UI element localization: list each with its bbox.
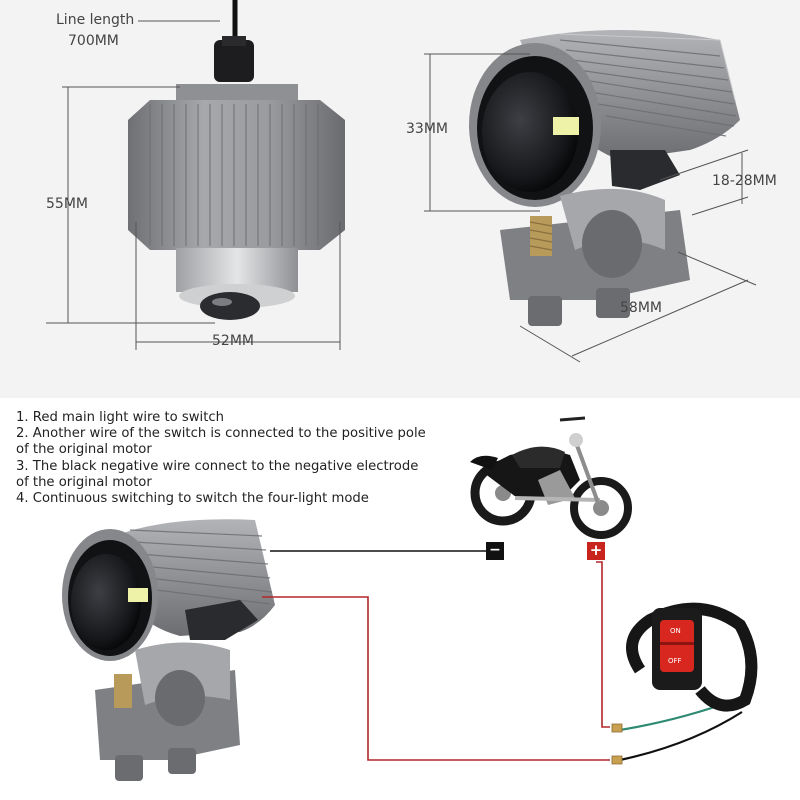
positive-terminal-symbol: + [589, 541, 603, 559]
switch-off-label: OFF [668, 657, 682, 665]
negative-terminal [486, 542, 504, 560]
front-view-lamp [128, 0, 345, 320]
side-height-label: 33MM [406, 121, 448, 137]
instruction-4: 4. Continuous switching to switch the fo… [16, 491, 369, 507]
positive-terminal [587, 542, 605, 560]
front-width-label: 52MM [212, 333, 254, 349]
instruction-3: 3. The black negative wire connect to th… [16, 458, 419, 490]
line-length-label: Line length [56, 12, 135, 28]
front-height-label: 55MM [46, 196, 88, 212]
front-housing [128, 100, 345, 250]
side-view-lamp [469, 30, 740, 326]
side-lens [482, 72, 578, 192]
clamp-range-label: 18-28MM [712, 173, 777, 189]
front-dimension-lines [46, 20, 341, 350]
instruction-2: 2. Another wire of the switch is connect… [16, 426, 426, 458]
side-dimension-lines [424, 53, 757, 363]
instruction-1: 1. Red main light wire to switch [16, 410, 224, 425]
led-chip [553, 117, 579, 135]
cable-grommet [214, 40, 254, 82]
motorcycle-image [470, 416, 632, 539]
line-length-value: 700MM [68, 33, 119, 49]
negative-terminal-symbol: − [489, 542, 501, 558]
wiring-instructions: 1. Red main light wire to switch 2. Anot… [16, 410, 426, 507]
side-length-label: 58MM [620, 300, 662, 316]
red-main-wire [262, 596, 610, 761]
clamp-screw [530, 216, 552, 256]
red-positive-wire [596, 561, 610, 728]
switch-rocker [660, 620, 694, 672]
front-lens [200, 292, 260, 320]
bottom-lens [71, 554, 141, 650]
switch-on-label: ON [670, 627, 681, 635]
wiring-lamp [62, 519, 275, 781]
handlebar-switch [626, 602, 758, 712]
